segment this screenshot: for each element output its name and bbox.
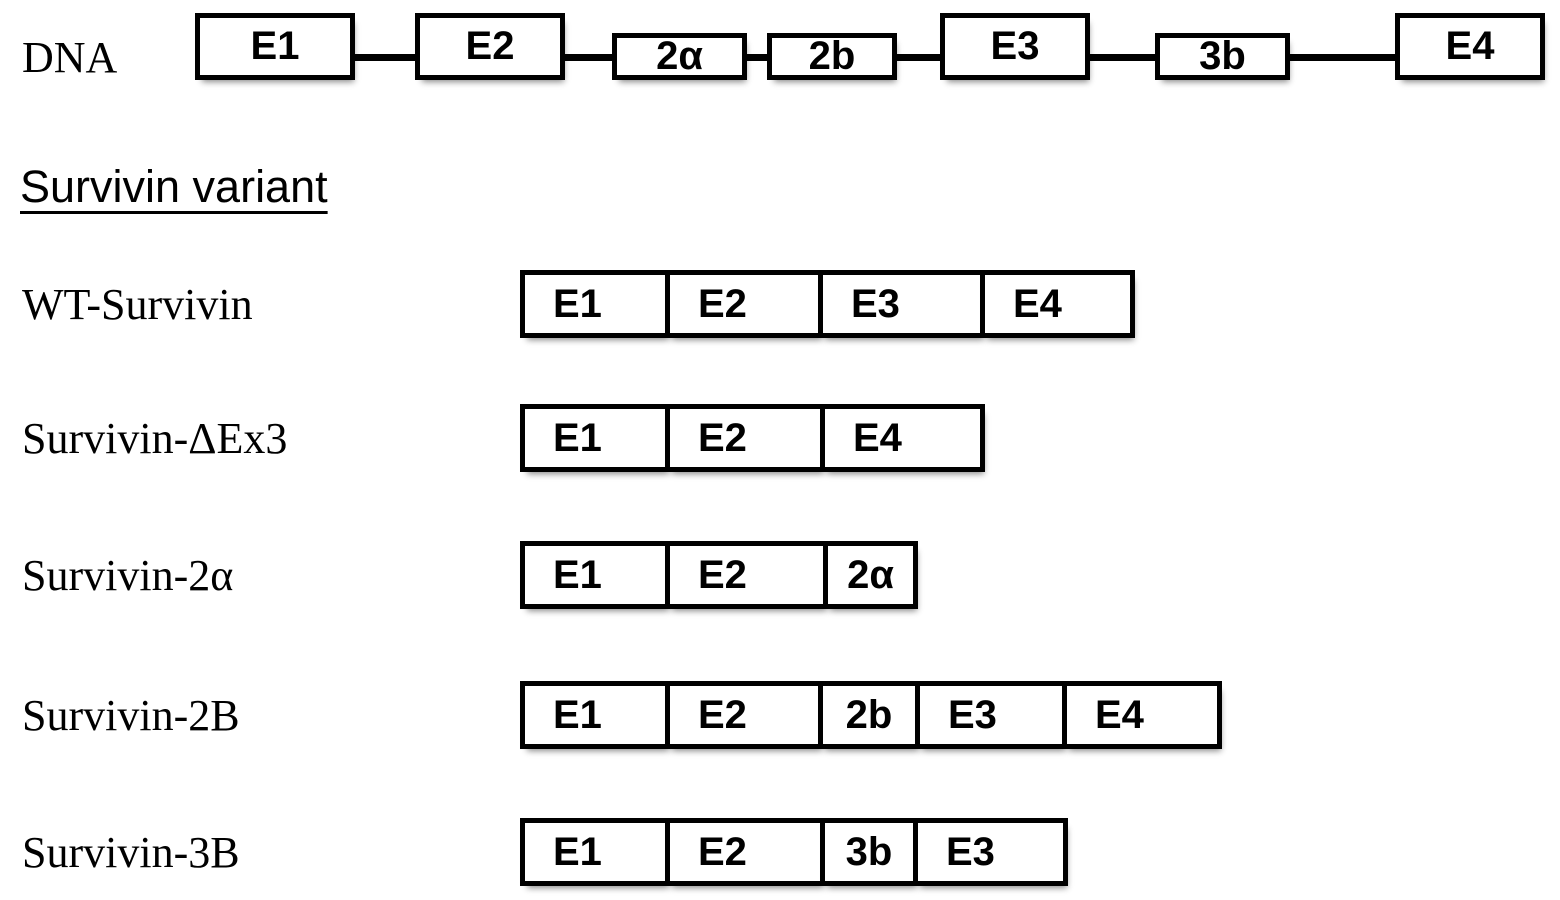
dna-exon-2a: 2α	[612, 33, 747, 80]
segment-e4: E4	[1062, 681, 1222, 749]
segment-e2: E2	[665, 404, 825, 472]
dna-track-label: DNA	[22, 33, 118, 82]
variant-bar-survivin-2a: E1 E2 2α	[520, 541, 918, 609]
segment-2a: 2α	[823, 541, 918, 609]
dna-exon-2b: 2b	[767, 33, 897, 80]
segment-e3: E3	[915, 681, 1067, 749]
segment-e1: E1	[520, 541, 670, 609]
dna-exon-e4: E4	[1395, 13, 1545, 80]
variant-bar-survivin-delta-ex3: E1 E2 E4	[520, 404, 985, 472]
segment-e2: E2	[665, 270, 823, 338]
segment-2b: 2b	[818, 681, 920, 749]
segment-e3: E3	[913, 818, 1068, 886]
segment-e2: E2	[665, 541, 828, 609]
segment-e2: E2	[665, 818, 825, 886]
segment-e1: E1	[520, 404, 670, 472]
variant-label-survivin-2a: Survivin-2α	[22, 551, 234, 600]
segment-e1: E1	[520, 270, 670, 338]
segment-e4: E4	[980, 270, 1135, 338]
segment-e2: E2	[665, 681, 823, 749]
dna-exon-e3: E3	[940, 13, 1090, 80]
variant-bar-survivin-3b: E1 E2 3b E3	[520, 818, 1068, 886]
variant-label-survivin-3b: Survivin-3B	[22, 828, 240, 877]
segment-3b: 3b	[820, 818, 918, 886]
dna-exon-3b: 3b	[1155, 33, 1290, 80]
dna-exon-e2: E2	[415, 13, 565, 80]
variant-label-survivin-2b: Survivin-2B	[22, 691, 240, 740]
segment-e4: E4	[820, 404, 985, 472]
segment-e1: E1	[520, 818, 670, 886]
section-heading-survivin-variant: Survivin variant	[20, 161, 328, 212]
variant-label-survivin-delta-ex3: Survivin-ΔEx3	[22, 414, 288, 463]
variant-bar-survivin-2b: E1 E2 2b E3 E4	[520, 681, 1222, 749]
segment-e1: E1	[520, 681, 670, 749]
variant-bar-wt-survivin: E1 E2 E3 E4	[520, 270, 1135, 338]
segment-e3: E3	[818, 270, 985, 338]
dna-exon-e1: E1	[195, 13, 355, 80]
variant-label-wt-survivin: WT-Survivin	[22, 280, 253, 329]
